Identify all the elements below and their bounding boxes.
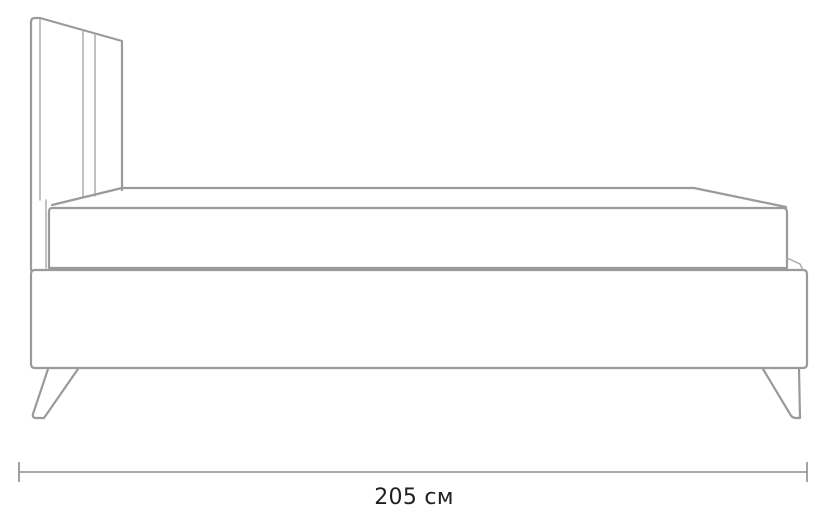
headboard-outline	[29, 16, 124, 272]
rear-leg	[761, 367, 802, 420]
mattress-body	[47, 206, 789, 270]
mattress	[47, 186, 789, 270]
length-dimension-label: 205 см	[374, 485, 454, 510]
mattress-top-surface	[50, 186, 788, 209]
bed-frame-back-edge	[786, 257, 804, 271]
bed-legs	[31, 367, 802, 420]
bed-frame-body	[29, 268, 809, 370]
front-leg	[31, 367, 80, 420]
bed-frame	[29, 257, 809, 370]
length-dimension-line	[18, 462, 808, 482]
headboard	[29, 16, 124, 272]
